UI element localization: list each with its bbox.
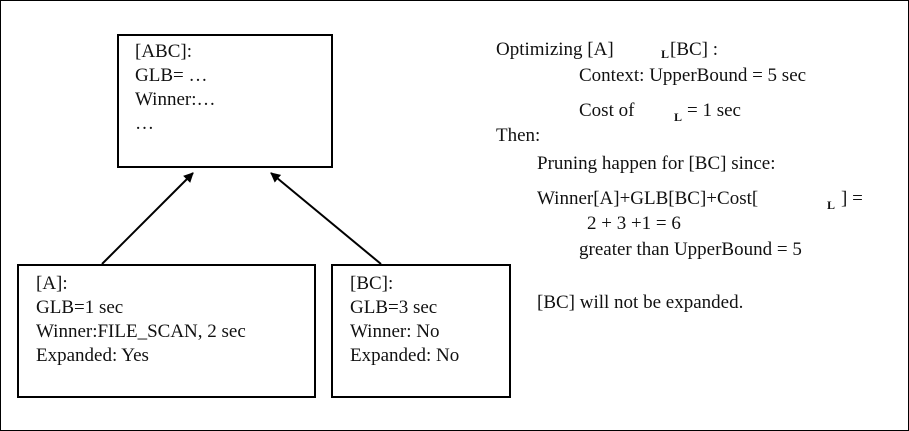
edge-a-to-abc xyxy=(101,172,194,265)
cost-join-subscript: L xyxy=(674,110,683,124)
node-bc: [BC]: GLB=3 sec Winner: No Expanded: No xyxy=(331,264,511,398)
node-bc-label: [BC]: xyxy=(350,273,394,294)
heading-optimizing: Optimizing [A] xyxy=(496,39,614,60)
cost-sum-expression: Winner[A]+GLB[BC]+Cost[ xyxy=(537,188,759,209)
node-a-winner: Winner:FILE_SCAN, 2 sec xyxy=(36,321,246,342)
node-abc-winner: Winner:… xyxy=(135,89,216,110)
node-a-glb: GLB=1 sec xyxy=(36,297,124,318)
edge-bc-to-abc xyxy=(270,172,382,265)
node-abc-label: [ABC]: xyxy=(135,41,192,62)
node-a-expanded: Expanded: Yes xyxy=(36,345,149,366)
pruning-statement: Pruning happen for [BC] since: xyxy=(537,153,776,174)
node-bc-glb: GLB=3 sec xyxy=(350,297,438,318)
node-a: [A]: GLB=1 sec Winner:FILE_SCAN, 2 sec E… xyxy=(17,264,316,398)
node-bc-expanded: Expanded: No xyxy=(350,345,460,366)
cost-label: Cost of xyxy=(579,100,635,121)
heading-join-subscript: L xyxy=(661,47,670,61)
cost-value: = 1 sec xyxy=(687,100,741,121)
node-abc-glb: GLB= … xyxy=(135,65,208,86)
node-abc-more: … xyxy=(135,113,154,134)
node-bc-winner: Winner: No xyxy=(350,321,440,342)
node-a-label: [A]: xyxy=(36,273,68,294)
arithmetic-result: 2 + 3 +1 = 6 xyxy=(587,213,681,234)
sum-join-subscript: L xyxy=(827,198,836,212)
heading-bc: [BC] : xyxy=(670,39,719,60)
comparison-statement: greater than UpperBound = 5 xyxy=(579,239,802,260)
cost-sum-equals: ] = xyxy=(841,188,863,209)
node-abc: [ABC]: GLB= … Winner:… … xyxy=(117,34,333,168)
then-label: Then: xyxy=(496,125,541,146)
conclusion-statement: [BC] will not be expanded. xyxy=(537,292,744,313)
context-upperbound: Context: UpperBound = 5 sec xyxy=(579,65,807,86)
